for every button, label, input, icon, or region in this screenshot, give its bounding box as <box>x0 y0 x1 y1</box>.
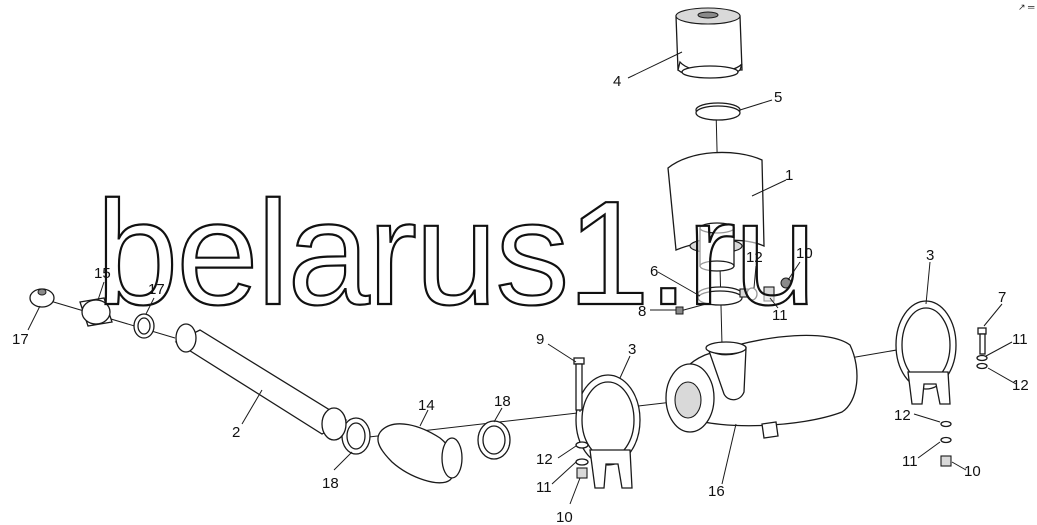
callout-11-right: 11 <box>1012 331 1028 348</box>
coupling-part-15 <box>79 297 113 327</box>
callout-12-upper: 12 <box>746 249 763 266</box>
callout-18-left: 18 <box>322 475 339 492</box>
callout-12-lower-left: 12 <box>536 451 553 468</box>
clamp-part-17-left <box>29 288 55 308</box>
clamp-part-6 <box>697 286 749 306</box>
callout-9: 9 <box>536 331 544 348</box>
callout-1: 1 <box>785 167 793 184</box>
callout-16: 16 <box>708 483 725 500</box>
washer-nut-stack-left <box>575 441 589 479</box>
callout-12-right: 12 <box>1012 377 1029 394</box>
callout-10-upper: 10 <box>796 245 813 262</box>
callout-15: 15 <box>94 265 111 282</box>
leader-lines <box>27 51 1017 505</box>
callout-3-right: 3 <box>926 247 934 264</box>
washer-nut-stack-upper <box>746 277 792 302</box>
bracket-band-part-3-left <box>575 374 641 489</box>
callout-6: 6 <box>650 263 658 280</box>
callout-14: 14 <box>418 397 435 414</box>
filter-element-part-4 <box>675 7 743 79</box>
callout-8: 8 <box>638 303 646 320</box>
intake-pipe-part-2 <box>174 323 348 441</box>
callout-11-lower-left: 11 <box>536 479 552 496</box>
corner-mark: ↗ ═ <box>1018 2 1035 12</box>
callout-12-lower-right: 12 <box>894 407 911 424</box>
callout-4: 4 <box>613 73 621 90</box>
air-cleaner-housing-part-16 <box>665 334 858 439</box>
callout-10-lower-right: 10 <box>964 463 981 480</box>
callout-5: 5 <box>774 89 782 106</box>
callout-11-upper: 11 <box>772 307 788 324</box>
callout-18-right: 18 <box>494 393 511 410</box>
callout-17-left: 17 <box>12 331 29 348</box>
callout-2: 2 <box>232 424 240 441</box>
bracket-band-part-3-right <box>895 300 957 405</box>
inner-pipe <box>699 222 735 272</box>
bolt-part-9 <box>573 357 585 413</box>
callout-11-lower-right: 11 <box>902 453 918 470</box>
bolt-part-7 <box>976 327 988 370</box>
callout-7: 7 <box>998 289 1006 306</box>
callout-labels: 1 2 3 3 4 5 6 7 8 9 10 10 10 11 11 11 11… <box>12 73 1029 525</box>
callout-3-left: 3 <box>628 341 636 358</box>
washer-nut-stack-right <box>940 420 952 467</box>
callout-17-right: 17 <box>148 281 165 298</box>
watermark-text: belarus1.ru <box>96 171 814 336</box>
hose-clamp-part-18-right <box>477 420 511 460</box>
elbow-hose-part-14 <box>377 423 463 484</box>
seal-ring-part-5 <box>695 102 741 121</box>
clamp-part-17-right <box>133 313 155 339</box>
callout-10-lower-left: 10 <box>556 509 573 525</box>
hose-clamp-part-18-left <box>341 417 371 455</box>
